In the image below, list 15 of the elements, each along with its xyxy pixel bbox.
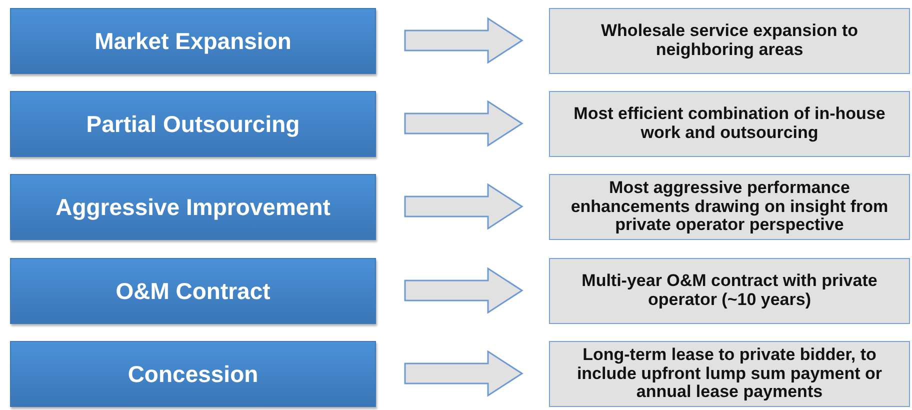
block-arrow <box>404 100 524 147</box>
block-arrow <box>404 17 524 64</box>
option-box: Partial Outsourcing <box>10 91 376 157</box>
option-box: O&M Contract <box>10 258 376 324</box>
description-box: Most aggressive performance enhancements drawing on insight from private operator perspective <box>549 174 910 240</box>
option-box: Concession <box>10 341 376 407</box>
description-box: Most efficient combination of in-house work and outsourcing <box>549 91 910 157</box>
description-box: Multi-year O&M contract with private operator (~10 years) <box>549 258 910 324</box>
description-box: Wholesale service expansion to neighboring areas <box>549 8 910 74</box>
option-box: Aggressive Improvement <box>10 174 376 240</box>
description-box: Long-term lease to private bidder, to include upfront lump sum payment or annual lease payments <box>549 341 910 407</box>
block-arrow <box>404 183 524 230</box>
block-arrow <box>404 267 524 314</box>
block-arrow <box>404 350 524 397</box>
option-box: Market Expansion <box>10 8 376 74</box>
